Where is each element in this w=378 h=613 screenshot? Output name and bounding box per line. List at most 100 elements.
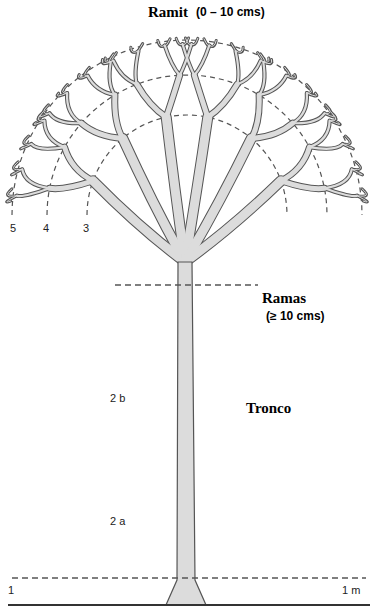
branch-outline	[110, 62, 115, 95]
crown-zone-arcs	[12, 40, 362, 215]
branch-outline	[65, 147, 93, 181]
branch-outline	[209, 40, 216, 46]
branch-outline	[231, 44, 236, 52]
callout-number: 3	[83, 222, 89, 234]
ground-line	[8, 604, 370, 606]
branch-outline	[236, 47, 244, 52]
branch	[138, 44, 143, 52]
branch	[165, 39, 170, 46]
branch	[251, 95, 259, 138]
branch	[185, 138, 251, 262]
branch	[137, 84, 166, 117]
branch	[237, 61, 260, 85]
branch	[24, 136, 32, 144]
callout-number: 1	[8, 584, 14, 596]
branch	[260, 54, 265, 62]
branch-outline	[24, 136, 32, 144]
branch	[165, 45, 180, 75]
branch	[330, 121, 341, 125]
callout-number: 2 b	[110, 392, 125, 404]
branch	[183, 38, 189, 45]
branch-outline	[309, 121, 329, 148]
branch	[343, 144, 354, 149]
branch	[22, 169, 49, 188]
branch-outline	[251, 95, 259, 138]
branch-outline	[324, 188, 356, 196]
one-meter-line	[12, 577, 366, 578]
callout-number: 5	[10, 222, 16, 234]
dimension: 1 m	[342, 584, 360, 596]
branch	[293, 93, 307, 123]
branch	[115, 95, 123, 138]
branch	[236, 47, 244, 52]
branch-outline	[194, 75, 207, 117]
branch-outline	[194, 45, 209, 75]
branch	[194, 45, 209, 75]
branch	[183, 44, 195, 75]
branch	[236, 51, 239, 84]
branch	[43, 105, 49, 114]
branch	[112, 53, 117, 61]
crown-base-line	[115, 284, 258, 285]
branch	[357, 196, 367, 202]
branch-outline	[22, 169, 49, 188]
branch	[286, 75, 295, 79]
branch	[259, 76, 286, 95]
branch	[131, 47, 139, 52]
zone-title: Ramit	[148, 4, 188, 21]
branch	[191, 38, 197, 45]
branch	[352, 169, 363, 175]
branch-outline	[43, 105, 49, 114]
trunk	[166, 262, 206, 605]
branch	[330, 112, 336, 121]
branch	[13, 162, 22, 170]
branch	[185, 181, 281, 262]
branch-outline	[183, 44, 195, 75]
branch	[307, 93, 317, 96]
branch	[176, 38, 182, 45]
branch	[180, 44, 192, 75]
branch	[166, 117, 185, 262]
branch-outline	[286, 75, 295, 79]
branch	[110, 62, 115, 95]
branch-outline	[7, 189, 17, 196]
branch-outline	[281, 181, 324, 189]
branch-outline	[158, 40, 165, 46]
branch	[309, 144, 342, 149]
branch	[231, 44, 236, 52]
branch	[324, 169, 351, 188]
branch-outline	[237, 61, 260, 85]
branch-outline	[324, 169, 351, 188]
zone-title: Tronco	[246, 400, 291, 417]
branch	[166, 75, 179, 117]
branch-outline	[138, 44, 143, 52]
branch	[251, 123, 292, 138]
branch	[209, 40, 216, 46]
branch-outline	[115, 95, 123, 138]
branch	[263, 59, 271, 63]
branch-outline	[113, 61, 136, 85]
branch	[309, 121, 329, 148]
branch-outline	[236, 51, 239, 84]
branch-outline	[44, 121, 64, 148]
branch	[44, 121, 64, 148]
branch	[194, 75, 207, 117]
branch-outline	[137, 84, 166, 117]
branch	[136, 51, 139, 84]
branch	[158, 40, 165, 46]
branch-outline	[17, 188, 49, 196]
branch	[204, 39, 209, 46]
branch	[7, 189, 17, 196]
branch-outline	[307, 93, 317, 96]
branch	[293, 113, 325, 123]
branch	[281, 181, 324, 189]
branch	[324, 105, 330, 114]
branch	[208, 84, 237, 117]
branch-outline	[208, 84, 237, 117]
branch	[352, 162, 361, 170]
branch	[50, 181, 93, 189]
branch	[67, 93, 81, 123]
branch	[281, 147, 309, 181]
branch	[324, 188, 356, 196]
